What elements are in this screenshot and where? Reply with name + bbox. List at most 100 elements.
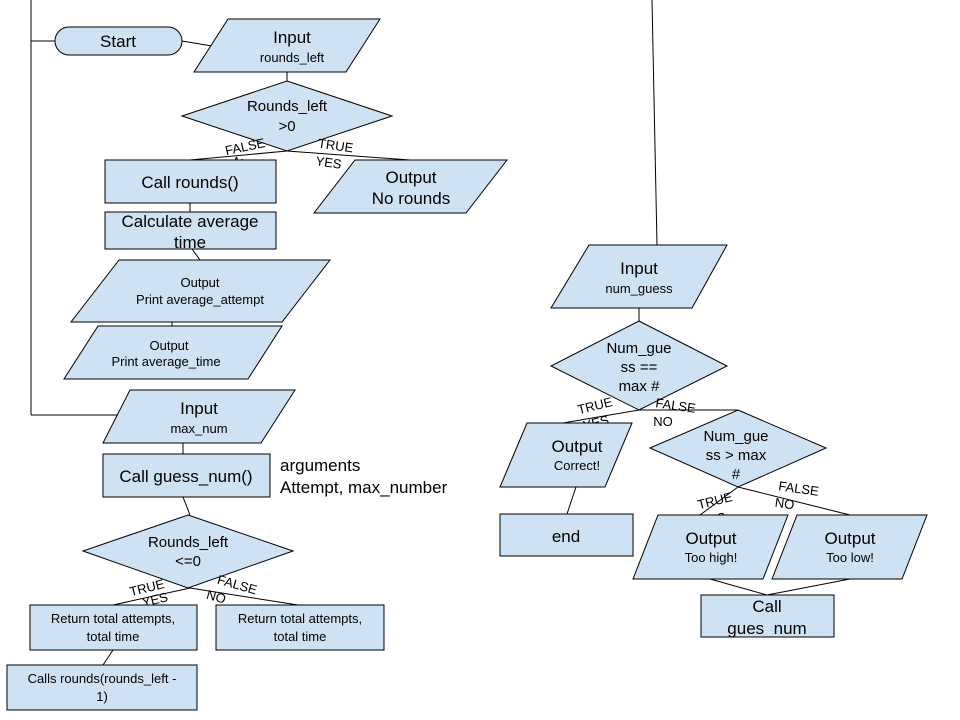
out-avg-time-shape bbox=[63, 325, 283, 380]
args-note-line2: Attempt, max_number bbox=[280, 478, 448, 497]
output-no-rounds-line2: No rounds bbox=[372, 189, 450, 208]
out-high-label: Output bbox=[685, 529, 736, 548]
edge-gt-true bbox=[699, 486, 739, 516]
eq-branch-labels: TRUE YES FALSE NO bbox=[576, 394, 697, 433]
edge-right-top bbox=[651, 0, 658, 246]
edge-rounds-false bbox=[189, 150, 288, 161]
out-correct-node: Output Correct! bbox=[499, 422, 633, 488]
check-rounds-diamond bbox=[180, 80, 394, 152]
out-avg-attempt-line1: Output bbox=[180, 275, 219, 290]
edge-low-call bbox=[766, 578, 851, 596]
calls-rounds-box bbox=[6, 664, 198, 711]
end-box bbox=[499, 513, 634, 557]
call-guess-box bbox=[102, 453, 271, 498]
input-rounds-sub: rounds_left bbox=[260, 50, 325, 65]
out-avg-time-line1: Output bbox=[149, 338, 188, 353]
check-gt-line1: Num_gue bbox=[703, 428, 768, 445]
check-rounds-le-diamond bbox=[81, 514, 295, 589]
out-avg-attempt-shape bbox=[69, 259, 332, 323]
start-terminal bbox=[54, 26, 183, 56]
return-true-box bbox=[29, 604, 198, 651]
calc-avg-node: Calculate average time bbox=[104, 211, 277, 252]
edge-label-gt-no: NO bbox=[774, 495, 795, 513]
call-rounds-node: Call rounds() bbox=[104, 159, 277, 204]
edge-return-calls bbox=[102, 649, 114, 666]
edge-callguess-diamond bbox=[182, 496, 191, 516]
out-correct-sub: Correct! bbox=[554, 458, 600, 473]
out-low-label: Output bbox=[824, 529, 875, 548]
edge-label-eq-false: FALSE bbox=[655, 395, 697, 416]
return-true-line2: total time bbox=[87, 629, 140, 644]
check-gt-line3: # bbox=[732, 466, 741, 483]
call-gues-node: Call gues_num bbox=[700, 594, 835, 638]
calls-rounds-node: Calls rounds(rounds_left - 1) bbox=[6, 664, 198, 711]
start-label: Start bbox=[100, 32, 136, 51]
calls-rounds-line1: Calls rounds(rounds_left - bbox=[28, 671, 177, 686]
edge-le-false bbox=[189, 587, 299, 606]
output-no-rounds-node: Output No rounds bbox=[312, 159, 509, 214]
start-node: Start bbox=[54, 26, 183, 56]
call-gues-line1: Call bbox=[752, 597, 781, 616]
out-correct-label: Output bbox=[551, 437, 602, 456]
call-rounds-label: Call rounds() bbox=[141, 173, 238, 192]
out-avg-attempt-node: Output Print average_attempt bbox=[69, 259, 332, 323]
edge-label-eq-no: NO bbox=[653, 414, 673, 429]
check-rounds-le-node: Rounds_left <=0 bbox=[81, 514, 295, 589]
edge-gt-false bbox=[737, 486, 851, 516]
out-correct-shape bbox=[499, 422, 633, 488]
check-rounds-le-line1: Rounds_left bbox=[148, 534, 229, 551]
edge-high-call bbox=[709, 578, 768, 596]
output-no-rounds-line1: Output bbox=[385, 168, 436, 187]
edge-calc-avgattempt bbox=[191, 248, 201, 261]
args-note: arguments Attempt, max_number bbox=[280, 456, 448, 497]
check-eq-node: Num_gue ss == max # bbox=[549, 320, 729, 411]
output-no-rounds-shape bbox=[312, 159, 509, 214]
return-false-line1: Return total attempts, bbox=[238, 611, 362, 626]
check-eq-line2: ss == bbox=[621, 359, 658, 376]
check-rounds-line2: >0 bbox=[278, 118, 295, 135]
input-rounds-label: Input bbox=[273, 28, 311, 47]
out-low-shape bbox=[771, 514, 928, 580]
out-high-sub: Too high! bbox=[685, 550, 738, 565]
out-avg-time-node: Output Print average_time bbox=[63, 325, 283, 380]
edge-correct-end bbox=[566, 486, 577, 515]
input-guess-node: Input num_guess bbox=[550, 244, 728, 309]
out-avg-attempt-line2: Print average_attempt bbox=[136, 292, 264, 307]
call-rounds-box bbox=[104, 159, 277, 204]
edge-le-true bbox=[112, 587, 191, 606]
edge-rounds-true bbox=[286, 150, 411, 161]
check-eq-diamond bbox=[549, 320, 729, 411]
out-avg-time-line2: Print average_time bbox=[111, 354, 220, 369]
out-low-sub: Too low! bbox=[826, 550, 874, 565]
check-gt-line2: ss > max bbox=[706, 447, 767, 464]
input-max-label: Input bbox=[180, 399, 218, 418]
check-eq-line1: Num_gue bbox=[606, 340, 671, 357]
out-high-shape bbox=[632, 514, 789, 580]
call-gues-box bbox=[700, 594, 835, 638]
input-rounds-node: Input rounds_left bbox=[193, 18, 381, 73]
input-max-shape bbox=[102, 389, 296, 444]
input-guess-label: Input bbox=[620, 259, 658, 278]
end-label: end bbox=[552, 527, 580, 546]
edge-eq-true bbox=[562, 409, 640, 424]
calc-avg-line2: time bbox=[174, 233, 206, 252]
call-gues-line2: gues_num bbox=[727, 619, 806, 638]
input-rounds-shape bbox=[193, 18, 381, 73]
input-guess-sub: num_guess bbox=[605, 281, 673, 296]
edge-label-eq-true: TRUE bbox=[576, 394, 614, 417]
calls-rounds-line2: 1) bbox=[96, 689, 108, 704]
return-false-line2: total time bbox=[274, 629, 327, 644]
calc-avg-box bbox=[104, 211, 277, 250]
call-guess-label: Call guess_num() bbox=[119, 467, 252, 486]
check-gt-diamond bbox=[648, 409, 828, 488]
edge-label-gt-true: TRUE bbox=[696, 489, 734, 512]
input-max-sub: max_num bbox=[170, 421, 227, 436]
input-max-node: Input max_num bbox=[102, 389, 296, 444]
return-true-node: Return total attempts, total time bbox=[29, 604, 198, 651]
check-rounds-line1: Rounds_left bbox=[247, 98, 328, 115]
check-eq-line3: max # bbox=[619, 378, 661, 395]
return-true-line1: Return total attempts, bbox=[51, 611, 175, 626]
return-false-node: Return total attempts, total time bbox=[215, 604, 385, 651]
return-false-box bbox=[215, 604, 385, 651]
